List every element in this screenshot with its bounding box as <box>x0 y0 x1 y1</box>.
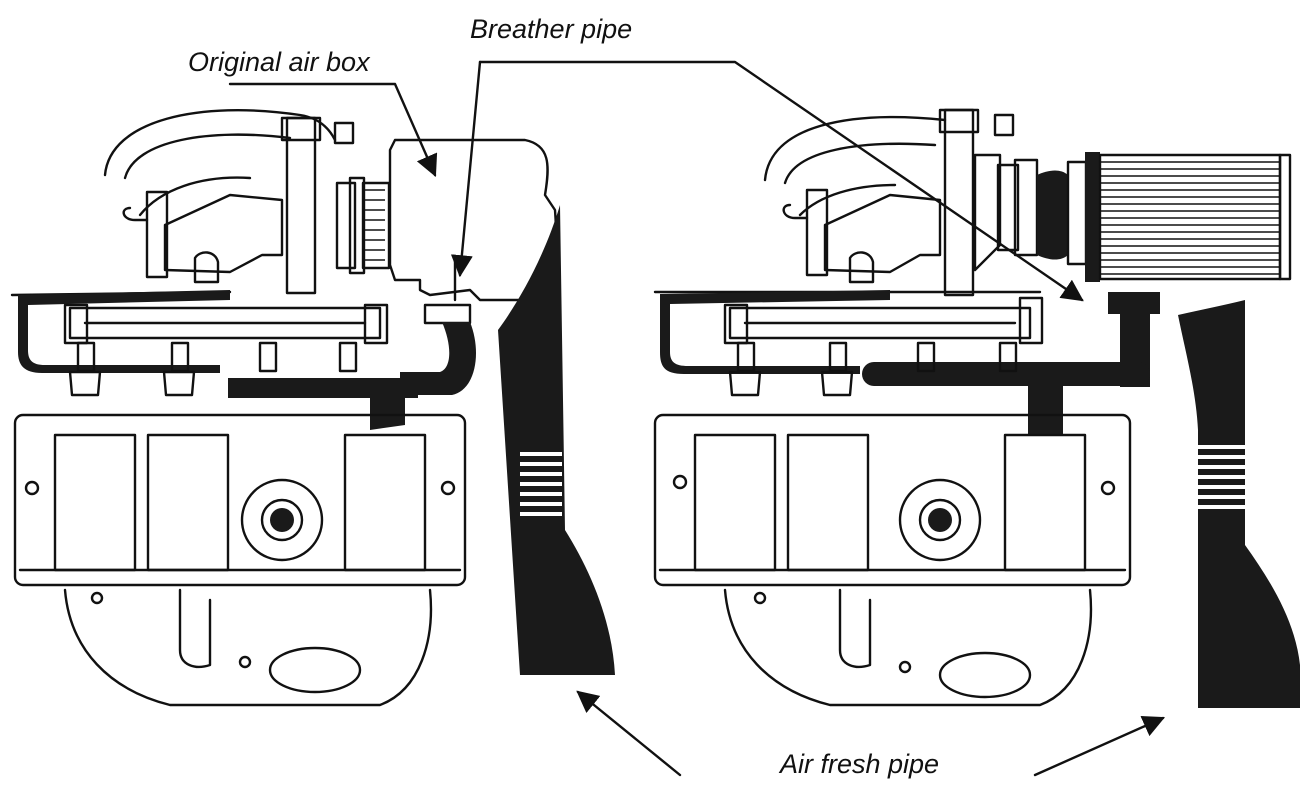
breather-pipe-leader-left <box>450 60 482 278</box>
right-air-pipe-stripes <box>1198 445 1245 509</box>
air-fresh-pipe-leader-right <box>1033 716 1166 777</box>
left-air-fresh-pipe <box>498 205 615 675</box>
air-fresh-pipe-leader-left <box>576 690 682 777</box>
left-engine-original <box>10 109 615 707</box>
original-air-box-leader <box>228 82 438 178</box>
right-breather-pipe <box>1108 292 1160 314</box>
left-oil-sump <box>63 588 433 707</box>
right-air-fresh-pipe <box>1178 300 1300 708</box>
leader-lines <box>228 60 1166 777</box>
air-filter-pleats <box>1100 161 1280 275</box>
cone-air-filter <box>1085 152 1100 282</box>
breather-pipe-leader-right <box>478 60 1084 302</box>
right-oil-sump <box>723 588 1093 707</box>
left-injectors <box>68 341 358 397</box>
right-injectors <box>728 341 1018 397</box>
left-inlet-ribs <box>365 189 385 261</box>
label-air-fresh-pipe: Air fresh pipe <box>778 749 939 779</box>
right-engine-modified <box>653 108 1300 708</box>
left-breather-hose <box>400 322 476 395</box>
left-valve-cover <box>13 413 467 587</box>
right-valve-cover <box>653 413 1132 587</box>
left-air-pipe-stripes <box>520 452 562 516</box>
label-breather-pipe: Breather pipe <box>470 14 632 44</box>
label-original-air-box: Original air box <box>188 47 371 77</box>
